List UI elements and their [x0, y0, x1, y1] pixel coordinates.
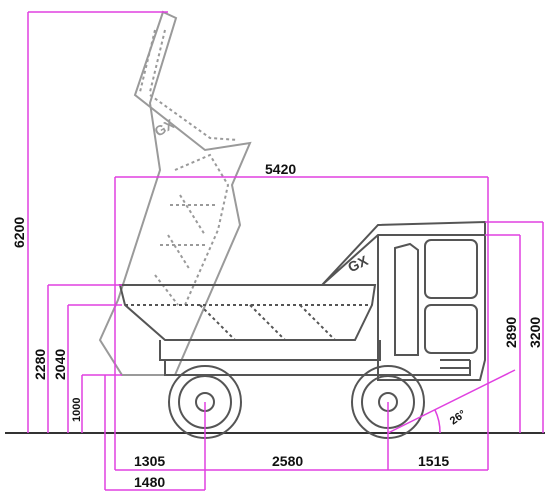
dimension-lines — [27, 11, 544, 491]
dim-rear-overhang: 1515 — [418, 453, 449, 469]
dim-overall-height: 3200 — [527, 317, 543, 348]
dim-wheelbase: 2580 — [272, 453, 303, 469]
cab-window-upper — [424, 239, 478, 299]
cab — [377, 235, 486, 381]
tipped-skip — [98, 10, 252, 376]
dim-overall-length: 5420 — [265, 161, 296, 177]
cab-window-lower — [424, 304, 478, 354]
dim-height-2280: 2280 — [32, 349, 48, 380]
dim-skip-overhang: 1480 — [134, 474, 165, 490]
dim-height-1000: 1000 — [71, 398, 83, 422]
vehicle-body — [118, 220, 486, 381]
dim-max-tipping-height: 6200 — [11, 217, 27, 248]
level-skip — [118, 284, 377, 341]
dim-cab-height: 2890 — [503, 317, 519, 348]
engine-hood — [321, 220, 486, 286]
cab-side-window — [394, 242, 419, 356]
dim-approach-angle: 26° — [448, 408, 469, 427]
dim-front-overhang: 1305 — [134, 453, 165, 469]
dim-height-2040: 2040 — [52, 349, 68, 380]
